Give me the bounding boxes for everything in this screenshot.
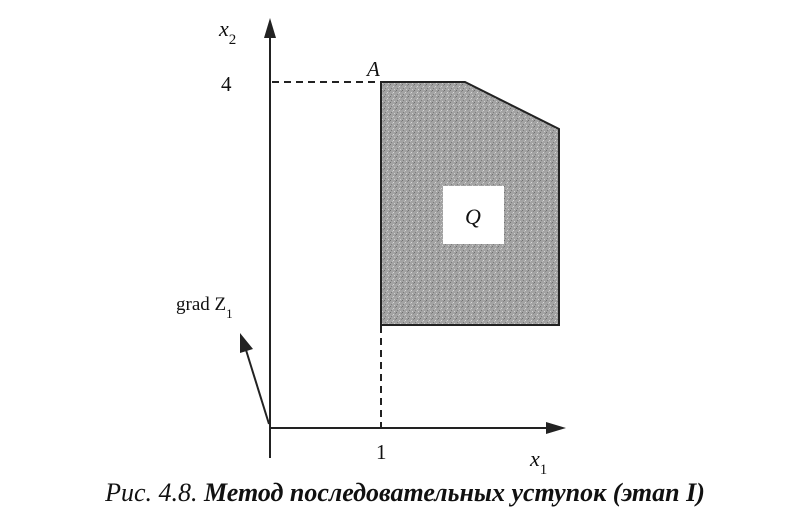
x2-axis-label: x2 <box>218 16 236 48</box>
gradient-label: grad Z1 <box>176 294 233 321</box>
caption-stage: этап I <box>621 478 697 507</box>
x2-tick-value: 4 <box>221 72 232 96</box>
region-label-box <box>443 186 504 244</box>
gradient-arrow <box>245 349 270 425</box>
caption-prefix: Рис. 4.8. <box>105 478 198 507</box>
caption-paren-open: ( <box>606 478 622 507</box>
point-a-label: A <box>365 57 380 81</box>
x2-axis-arrowhead <box>264 18 276 38</box>
x1-axis-label: x1 <box>529 446 547 478</box>
region-label: Q <box>465 204 481 229</box>
figure-caption: Рис. 4.8. Метод последовательных уступок… <box>0 478 810 508</box>
caption-title: Метод последовательных уступок <box>204 478 607 507</box>
x1-tick-value: 1 <box>376 440 387 464</box>
caption-paren-close: ) <box>696 478 705 507</box>
gradient-arrowhead <box>240 333 253 353</box>
x1-axis-arrowhead <box>546 422 566 434</box>
